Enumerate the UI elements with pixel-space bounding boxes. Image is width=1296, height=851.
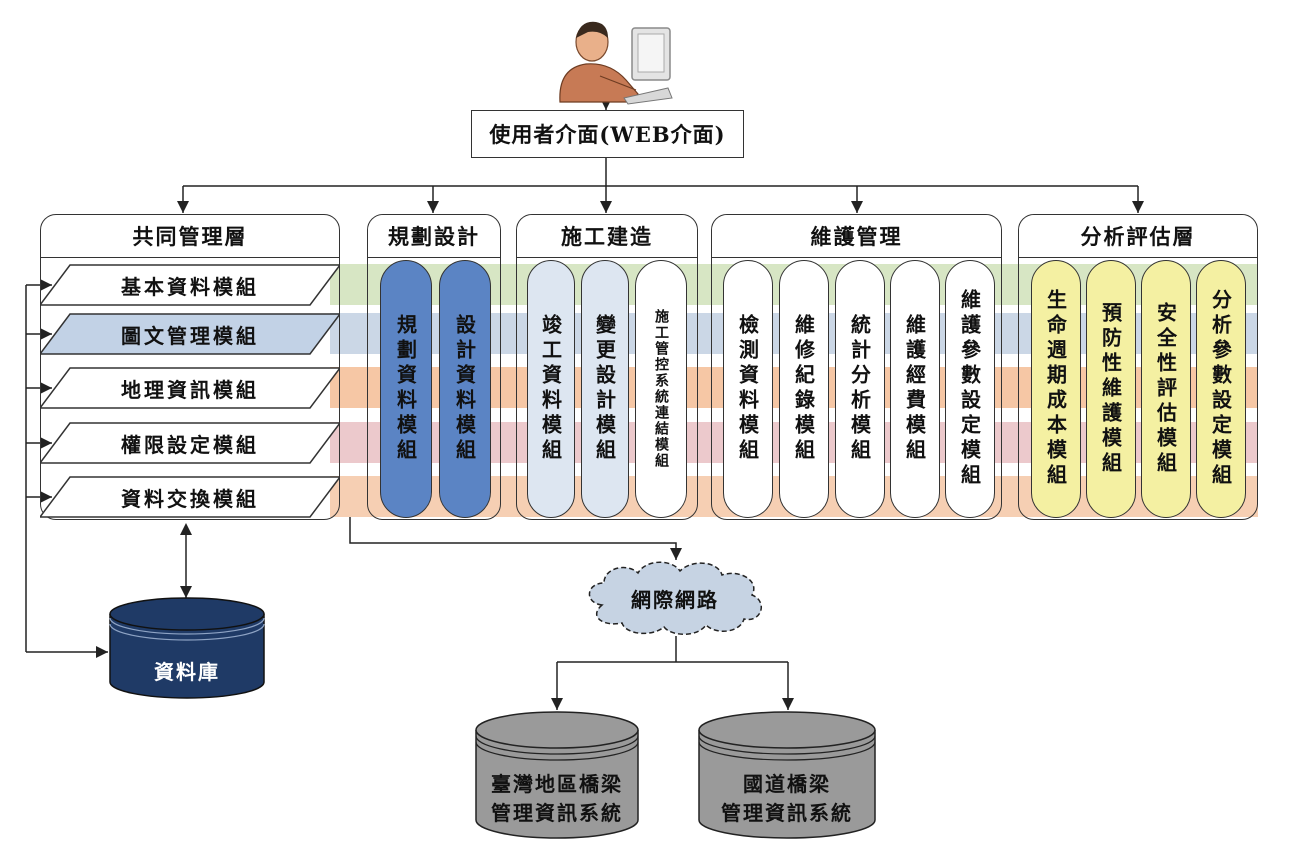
external-system-freeway-cylinder [698, 711, 876, 839]
module-completion-data[interactable]: 竣工資料模組 [527, 260, 575, 518]
panel-planning-title: 規劃設計 [368, 215, 500, 258]
external-system-taiwan-line2: 管理資訊系統 [491, 801, 623, 825]
panel-analysis: 分析評估層 [1018, 214, 1258, 520]
module-maintenance-budget[interactable]: 維護經費模組 [890, 260, 940, 518]
panel-common: 共同管理層 [40, 214, 340, 520]
common-module-shapes [40, 264, 340, 518]
external-system-freeway-label: 國道橋梁 管理資訊系統 [697, 768, 877, 826]
panel-planning: 規劃設計 [367, 214, 501, 520]
internet-cloud-icon [588, 561, 762, 635]
module-repair-records[interactable]: 維修紀錄模組 [779, 260, 829, 518]
module-graphics-management[interactable]: 圖文管理模組 [121, 324, 259, 348]
module-life-cycle-cost[interactable]: 生命週期成本模組 [1031, 260, 1081, 518]
panel-common-title: 共同管理層 [41, 215, 339, 258]
external-system-taiwan-line1: 臺灣地區橋梁 [491, 772, 623, 796]
module-analysis-parameters[interactable]: 分析參數設定模組 [1196, 260, 1246, 518]
panel-maintenance: 維護管理 [711, 214, 1002, 520]
module-planning-data[interactable]: 規劃資料模組 [380, 260, 432, 518]
module-safety-assessment[interactable]: 安全性評估模組 [1141, 260, 1191, 518]
module-data-exchange[interactable]: 資料交換模組 [121, 487, 259, 511]
external-system-taiwan-label: 臺灣地區橋梁 管理資訊系統 [474, 768, 640, 826]
panel-construction: 施工建造 [516, 214, 698, 520]
panel-maintenance-title: 維護管理 [712, 215, 1001, 258]
database-cylinder [109, 597, 265, 699]
panel-construction-title: 施工建造 [517, 215, 697, 258]
user-interface-label: 使用者介面(WEB介面) [489, 122, 726, 147]
user-interface-box[interactable]: 使用者介面(WEB介面) [471, 110, 744, 158]
module-geographic-info[interactable]: 地理資訊模組 [121, 378, 259, 402]
database-label: 資料庫 [154, 660, 220, 684]
module-basic-data[interactable]: 基本資料模組 [121, 275, 259, 299]
user-person-icon [559, 21, 673, 105]
module-maintenance-parameters[interactable]: 維護參數設定模組 [945, 260, 995, 518]
module-design-change[interactable]: 變更設計模組 [581, 260, 629, 518]
module-preventive-maintenance[interactable]: 預防性維護模組 [1086, 260, 1136, 518]
module-statistical-analysis[interactable]: 統計分析模組 [835, 260, 885, 518]
external-system-freeway-line2: 管理資訊系統 [721, 801, 853, 825]
module-inspection-data[interactable]: 檢測資料模組 [723, 260, 773, 518]
module-permission-settings[interactable]: 權限設定模組 [121, 433, 259, 457]
module-design-data[interactable]: 設計資料模組 [439, 260, 491, 518]
internet-label: 網際網路 [631, 588, 719, 612]
external-system-freeway-line1: 國道橋梁 [743, 772, 831, 796]
panel-analysis-title: 分析評估層 [1019, 215, 1257, 258]
external-system-taiwan-cylinder [475, 711, 639, 839]
module-construction-control-link[interactable]: 施工管控系統連結模組 [635, 260, 687, 518]
